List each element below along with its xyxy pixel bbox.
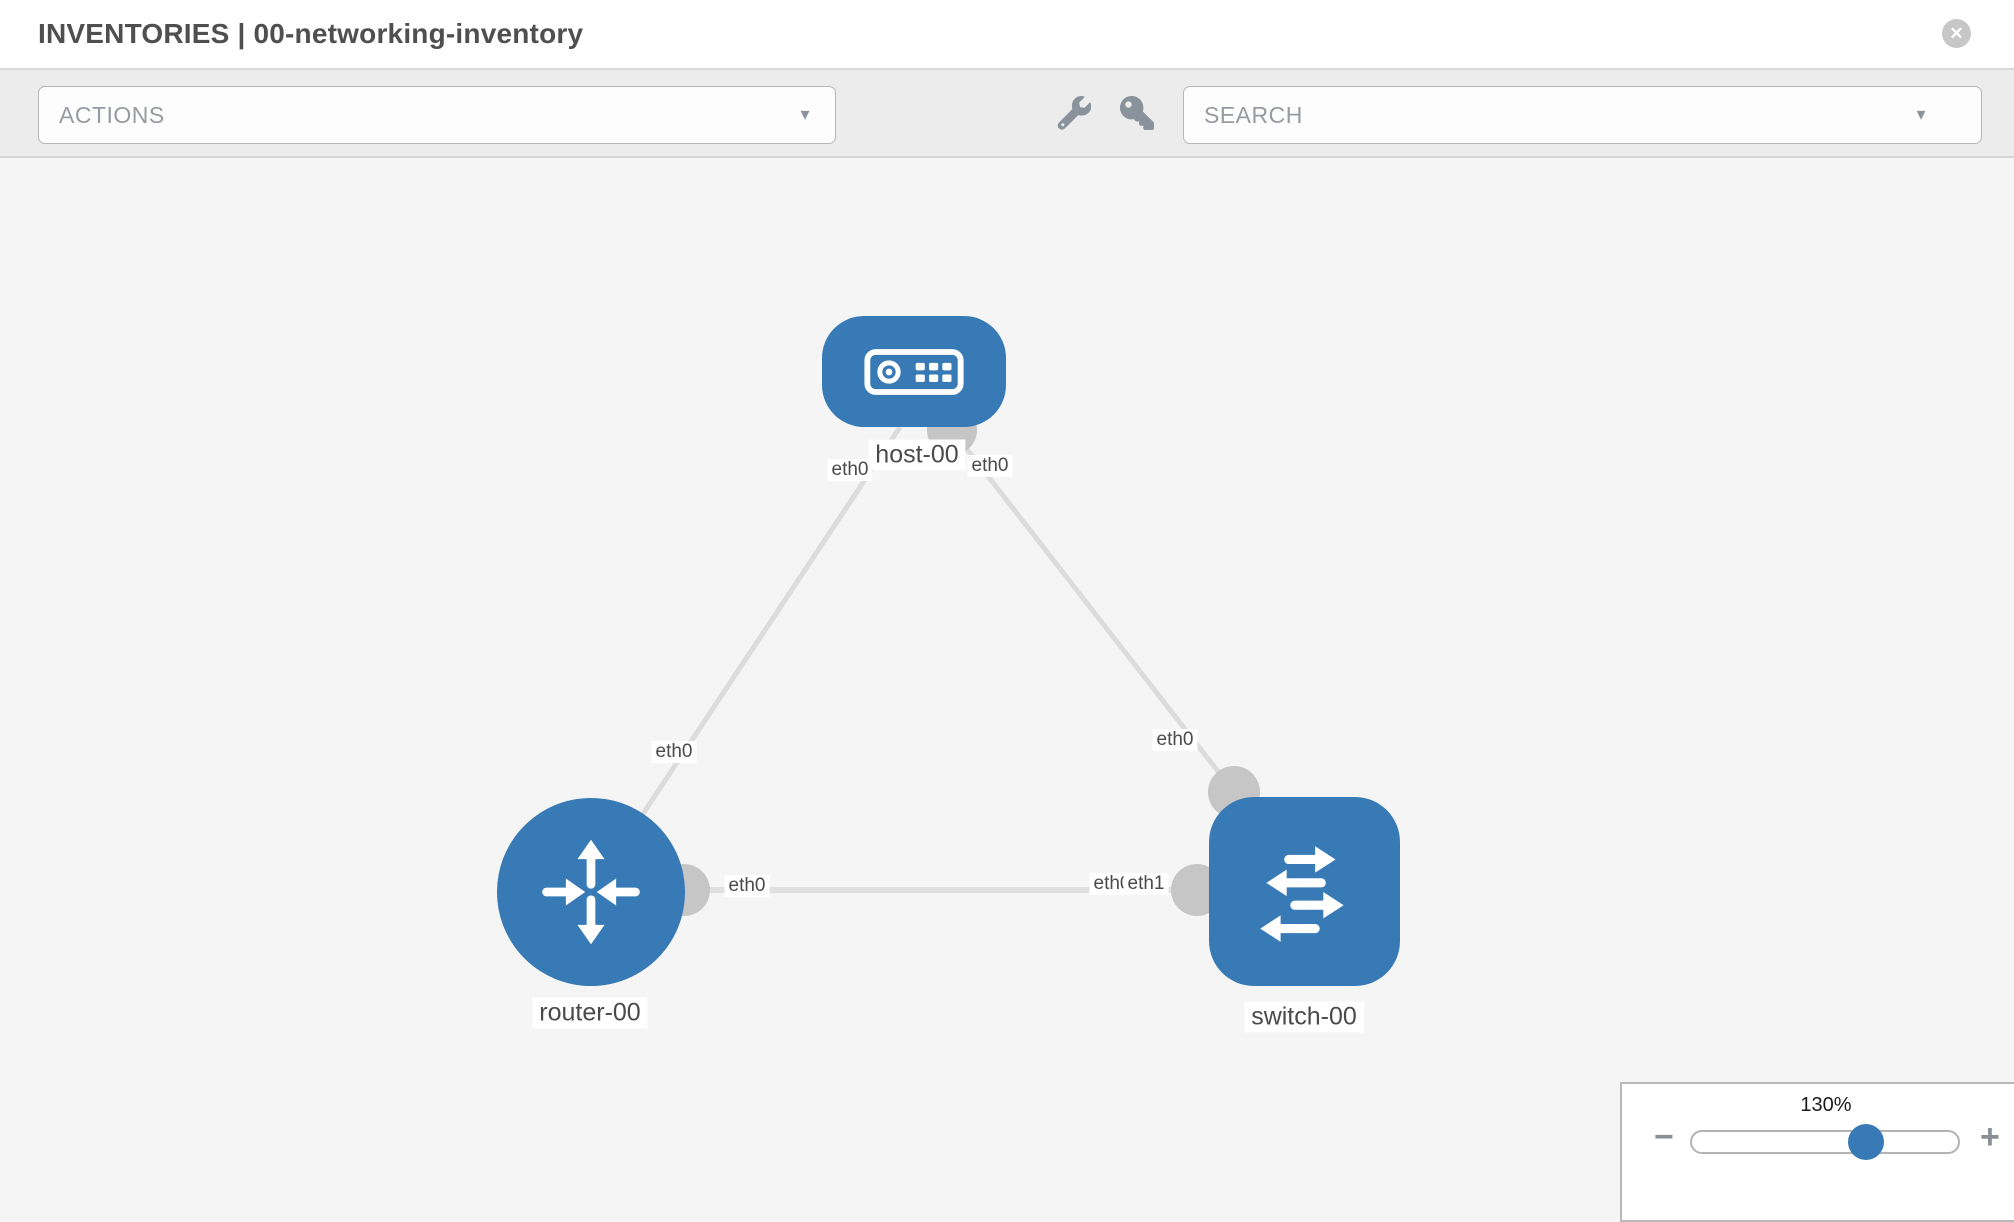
node-label-switch: switch-00 — [1244, 1001, 1364, 1033]
header: INVENTORIES | 00-networking-inventory ✕ — [0, 0, 2014, 70]
zoom-out-button[interactable]: − — [1654, 1120, 1674, 1154]
close-button[interactable]: ✕ — [1942, 19, 1971, 48]
interface-label: eth0 — [1152, 729, 1198, 751]
chevron-down-icon: ▼ — [797, 106, 813, 124]
topology-canvas[interactable] — [0, 160, 2014, 1200]
interface-label: eth0 — [724, 875, 770, 897]
actions-dropdown[interactable]: ACTIONS ▼ — [38, 86, 836, 144]
router-icon — [542, 839, 640, 945]
plus-icon: + — [1980, 1118, 2000, 1156]
switch-icon — [1259, 845, 1344, 942]
interface-label: eth0 — [967, 455, 1013, 477]
search-dropdown[interactable]: SEARCH ▼ — [1183, 86, 1982, 144]
page-title: INVENTORIES | 00-networking-inventory — [38, 18, 584, 49]
minus-icon: − — [1654, 1118, 1674, 1156]
zoom-in-button[interactable]: + — [1980, 1120, 2000, 1154]
host-icon — [864, 348, 964, 395]
node-host-00[interactable] — [822, 316, 1006, 427]
interface-label: eth0 — [827, 459, 873, 481]
zoom-panel: 130% − + — [1620, 1082, 2014, 1222]
zoom-slider-handle[interactable] — [1848, 1124, 1884, 1160]
search-dropdown-label: SEARCH — [1204, 101, 1303, 128]
chevron-down-icon: ▼ — [1913, 106, 1929, 124]
wrench-button[interactable] — [1053, 92, 1095, 134]
close-icon: ✕ — [1949, 24, 1964, 43]
node-switch-00[interactable] — [1209, 797, 1400, 986]
node-router-00[interactable] — [497, 798, 685, 986]
zoom-level: 130% — [1800, 1094, 1852, 1116]
key-button[interactable] — [1116, 92, 1158, 134]
actions-dropdown-label: ACTIONS — [59, 101, 165, 128]
toolbar: ACTIONS ▼ SEARCH ▼ — [0, 70, 2014, 158]
key-icon — [1120, 96, 1154, 130]
interface-label: eth0 — [1089, 873, 1135, 895]
wrench-icon — [1057, 96, 1091, 130]
interface-label: eth0 — [651, 741, 697, 763]
node-label-host: host-00 — [868, 439, 966, 471]
zoom-slider-track[interactable] — [1690, 1124, 1960, 1160]
node-label-router: router-00 — [532, 997, 648, 1029]
interface-label: eth1 — [1123, 873, 1169, 895]
